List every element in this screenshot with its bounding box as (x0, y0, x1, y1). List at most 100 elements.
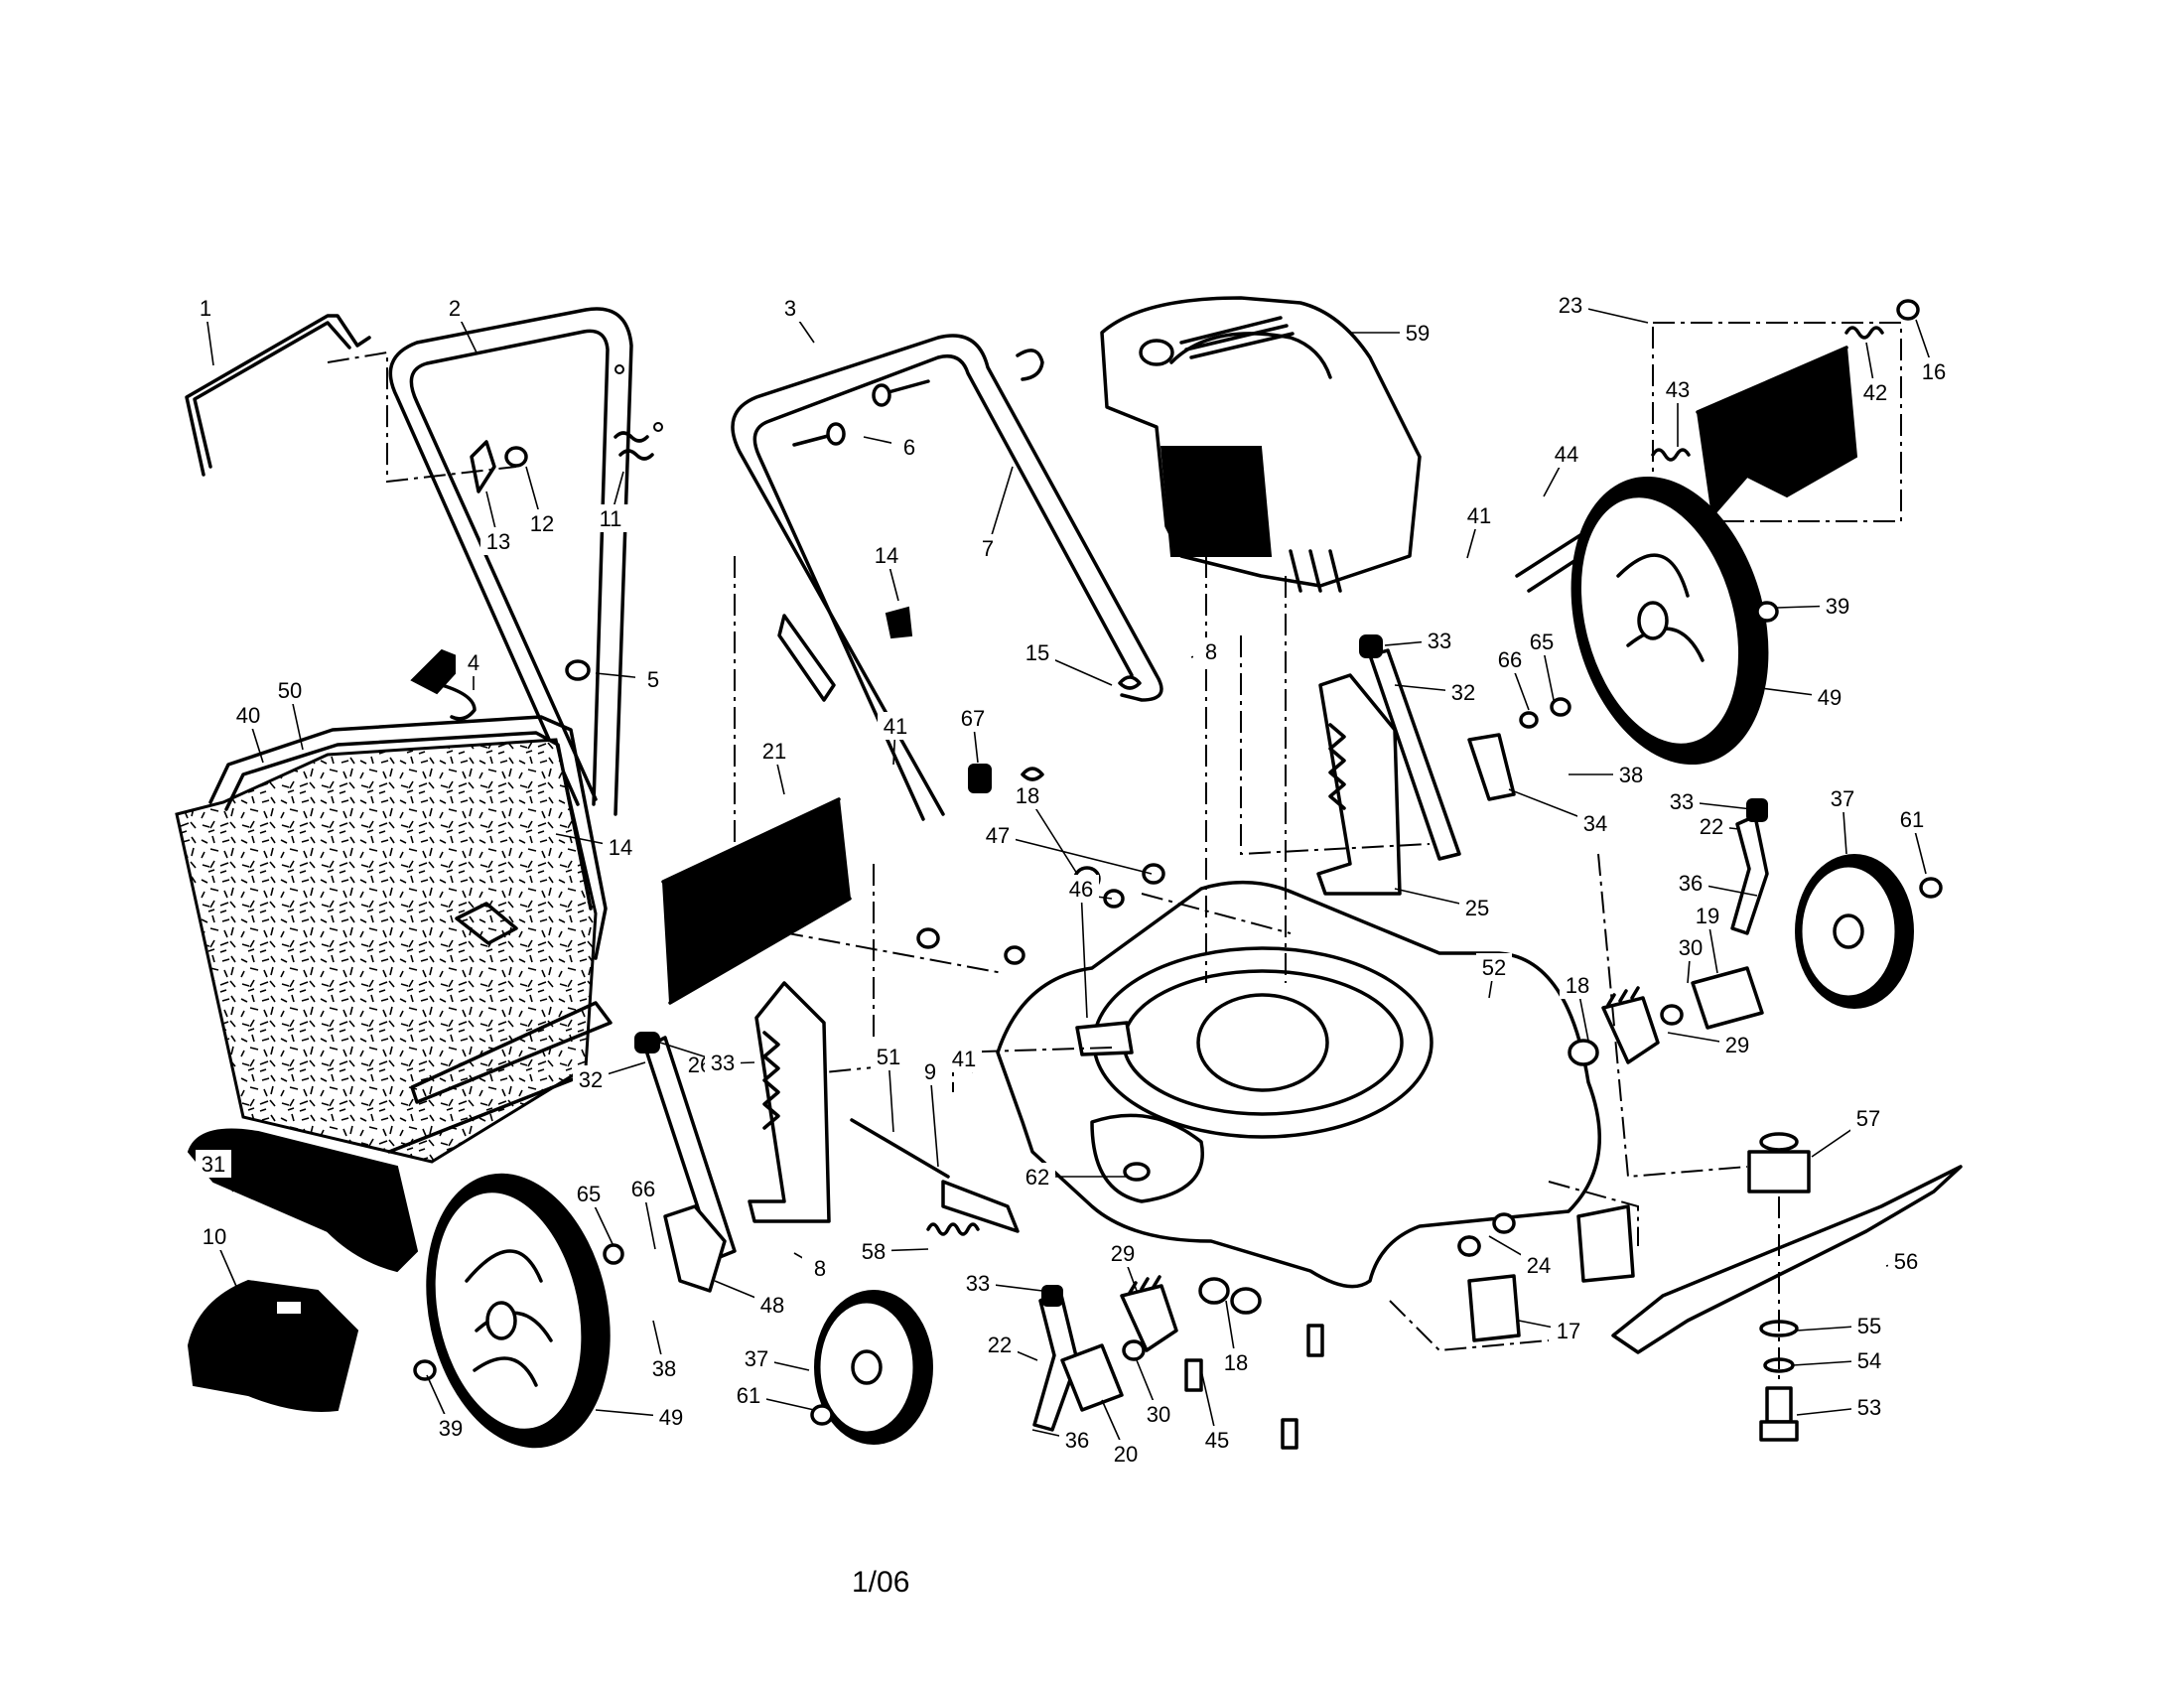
part-31-discharge-deflector (187, 1128, 419, 1273)
label-background (1812, 683, 1847, 711)
label-background (524, 509, 560, 537)
part-21-rear-flap (661, 797, 852, 1005)
part-label-2: 2 (449, 296, 461, 321)
label-background (1673, 869, 1708, 897)
part-label-37: 37 (745, 1346, 768, 1371)
label-background (960, 1269, 996, 1297)
label-background (1521, 1251, 1557, 1279)
part-15-hairpin-clip (1021, 675, 1142, 781)
part-label-10: 10 (203, 1224, 226, 1249)
part-label-22: 22 (1700, 814, 1723, 839)
label-background (456, 648, 491, 676)
small-hardware-nuts-washers (413, 601, 1943, 1426)
part-56-blade (1611, 1165, 1963, 1354)
label-background (1553, 291, 1588, 319)
leader-line-47 (997, 834, 1153, 875)
part-37-front-wheel-left (814, 1290, 933, 1445)
part-48-axle-bracket-left (663, 1204, 727, 1293)
part-label-59: 59 (1406, 321, 1430, 346)
part-label-34: 34 (1583, 811, 1607, 836)
label-background (1141, 1400, 1176, 1428)
part-17-baffle-plate (1467, 1204, 1635, 1342)
part-label-11: 11 (600, 506, 622, 531)
part-10-mulch-plug (187, 1279, 359, 1412)
label-background (437, 294, 473, 322)
label-background (871, 1043, 906, 1070)
part-label-32: 32 (579, 1067, 603, 1092)
label-background (573, 1065, 609, 1093)
label-background (1524, 628, 1560, 655)
part-1-control-bail (185, 314, 371, 477)
part-label-15: 15 (1025, 640, 1049, 665)
part-label-18: 18 (1566, 973, 1589, 998)
label-background (1063, 875, 1099, 903)
part-label-66: 66 (631, 1177, 655, 1201)
label-background (1445, 678, 1481, 706)
part-label-50: 50 (278, 678, 302, 703)
label-background (1105, 1239, 1141, 1267)
part-label-1: 1 (200, 296, 211, 321)
part-label-12: 12 (530, 511, 554, 536)
part-50-bag-frame (208, 715, 613, 1104)
part-label-18: 18 (1016, 783, 1039, 808)
label-background (188, 294, 223, 322)
label-background (1888, 1247, 1924, 1275)
label-background (230, 701, 266, 729)
part-label-66: 66 (1498, 647, 1522, 672)
part-label-57: 57 (1856, 1106, 1880, 1131)
part-7-cable-clip (1016, 349, 1044, 381)
label-background (1476, 953, 1512, 981)
part-49-rear-wheel-left (426, 1173, 611, 1449)
part-label-40: 40 (236, 703, 260, 728)
label-background (1851, 1346, 1887, 1374)
label-background (625, 1175, 661, 1202)
part-51-rear-axle-rod (850, 1118, 950, 1179)
label-background (1010, 781, 1045, 809)
part-label-22: 22 (988, 1333, 1012, 1357)
part-label-48: 48 (760, 1293, 784, 1318)
part-label-46: 46 (1069, 877, 1093, 902)
part-label-21: 21 (762, 739, 786, 764)
label-background (970, 534, 1006, 562)
part-20-pivot-bracket-left (1060, 1343, 1124, 1412)
label-background (756, 737, 792, 765)
part-label-33: 33 (966, 1271, 990, 1296)
part-label-13: 13 (486, 529, 510, 554)
part-22-adjuster-lever-front-left (1032, 1285, 1079, 1432)
leader-line-46 (1080, 888, 1088, 1019)
label-background (1459, 894, 1495, 921)
part-29-height-plate-right (1601, 986, 1660, 1064)
label-background (1690, 902, 1725, 929)
part-label-30: 30 (1147, 1402, 1170, 1427)
part-2-upper-handle (388, 307, 663, 816)
label-background (912, 1057, 948, 1085)
part-label-51: 51 (877, 1045, 900, 1069)
part-57-blade-adapter (1747, 1132, 1811, 1193)
label-background (869, 541, 904, 569)
part-label-8: 8 (814, 1256, 826, 1281)
label-background (480, 527, 516, 555)
part-11-spring (614, 431, 654, 461)
part-label-56: 56 (1894, 1249, 1918, 1274)
part-16-nut (1896, 299, 1920, 321)
part-label-38: 38 (652, 1356, 676, 1381)
part-label-61: 61 (1900, 807, 1924, 832)
label-background (1857, 378, 1893, 406)
part-label-24: 24 (1527, 1253, 1551, 1278)
part-label-62: 62 (1025, 1165, 1049, 1190)
label-background (1613, 761, 1649, 788)
label-background (1851, 1312, 1887, 1339)
part-52-mower-deck (996, 880, 1601, 1289)
label-background (272, 676, 308, 704)
part-label-41: 41 (884, 714, 907, 739)
label-background (772, 294, 808, 322)
part-label-45: 45 (1205, 1428, 1229, 1453)
part-label-65: 65 (1530, 630, 1554, 654)
label-background (635, 665, 671, 693)
part-67-cable-clip (968, 764, 992, 793)
label-background (1894, 805, 1930, 833)
part-label-14: 14 (875, 543, 898, 568)
part-label-18: 18 (1224, 1350, 1248, 1375)
part-22-adjuster-lever-front-right (1730, 798, 1769, 935)
